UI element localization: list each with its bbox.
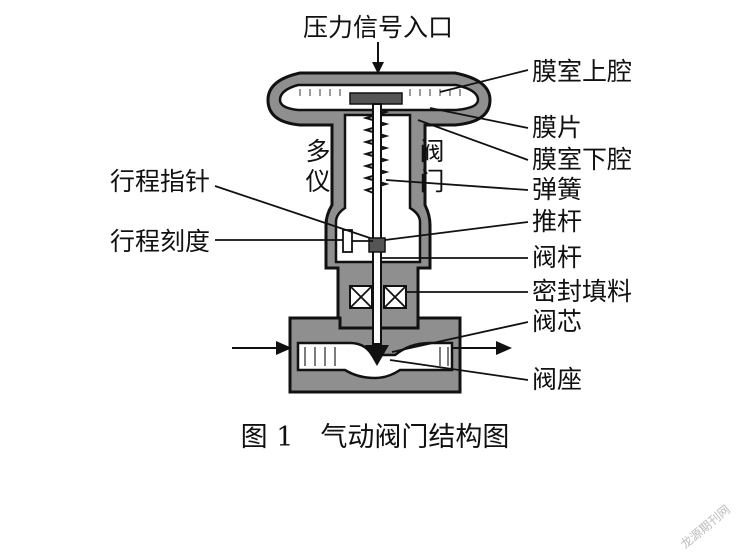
flow-passage-marks: [304, 347, 449, 366]
label-pushrod: 推杆: [532, 207, 582, 236]
label-packing: 密封填料: [532, 277, 632, 306]
flow-in-arrow: [232, 341, 292, 355]
label-spring: 弹簧: [532, 175, 582, 204]
diaphragm-plate: [349, 92, 403, 105]
valve-core: [365, 345, 389, 366]
label-valve-core: 阀芯: [532, 307, 582, 336]
label-right-1: 阀: [419, 137, 444, 166]
label-valve-stem: 阀杆: [532, 243, 582, 272]
label-left-1: 多: [305, 137, 330, 166]
label-diaphragm: 膜片: [532, 113, 582, 142]
label-valve-seat: 阀座: [532, 365, 582, 394]
valve-stem: [372, 103, 382, 345]
inlet-arrow: [372, 42, 384, 74]
flow-out-arrow: [452, 341, 512, 355]
upper-chamber-marks: [299, 89, 461, 96]
figure-caption: 图 1 气动阀门结构图: [241, 422, 510, 453]
label-stroke-scale: 行程刻度: [110, 227, 210, 256]
label-right-2: 门: [419, 167, 444, 196]
label-stroke-pointer: 行程指针: [110, 167, 210, 196]
label-left-2: 仪: [305, 167, 330, 196]
watermark: 龙源期刊网: [678, 502, 733, 551]
label-inlet: 压力信号入口: [303, 13, 453, 42]
label-lower-chamber: 膜室下腔: [532, 145, 632, 174]
packing: [349, 285, 407, 309]
stroke-scale: [342, 229, 353, 253]
label-upper-chamber: 膜室上腔: [532, 57, 632, 86]
leader-lines: [214, 69, 529, 381]
